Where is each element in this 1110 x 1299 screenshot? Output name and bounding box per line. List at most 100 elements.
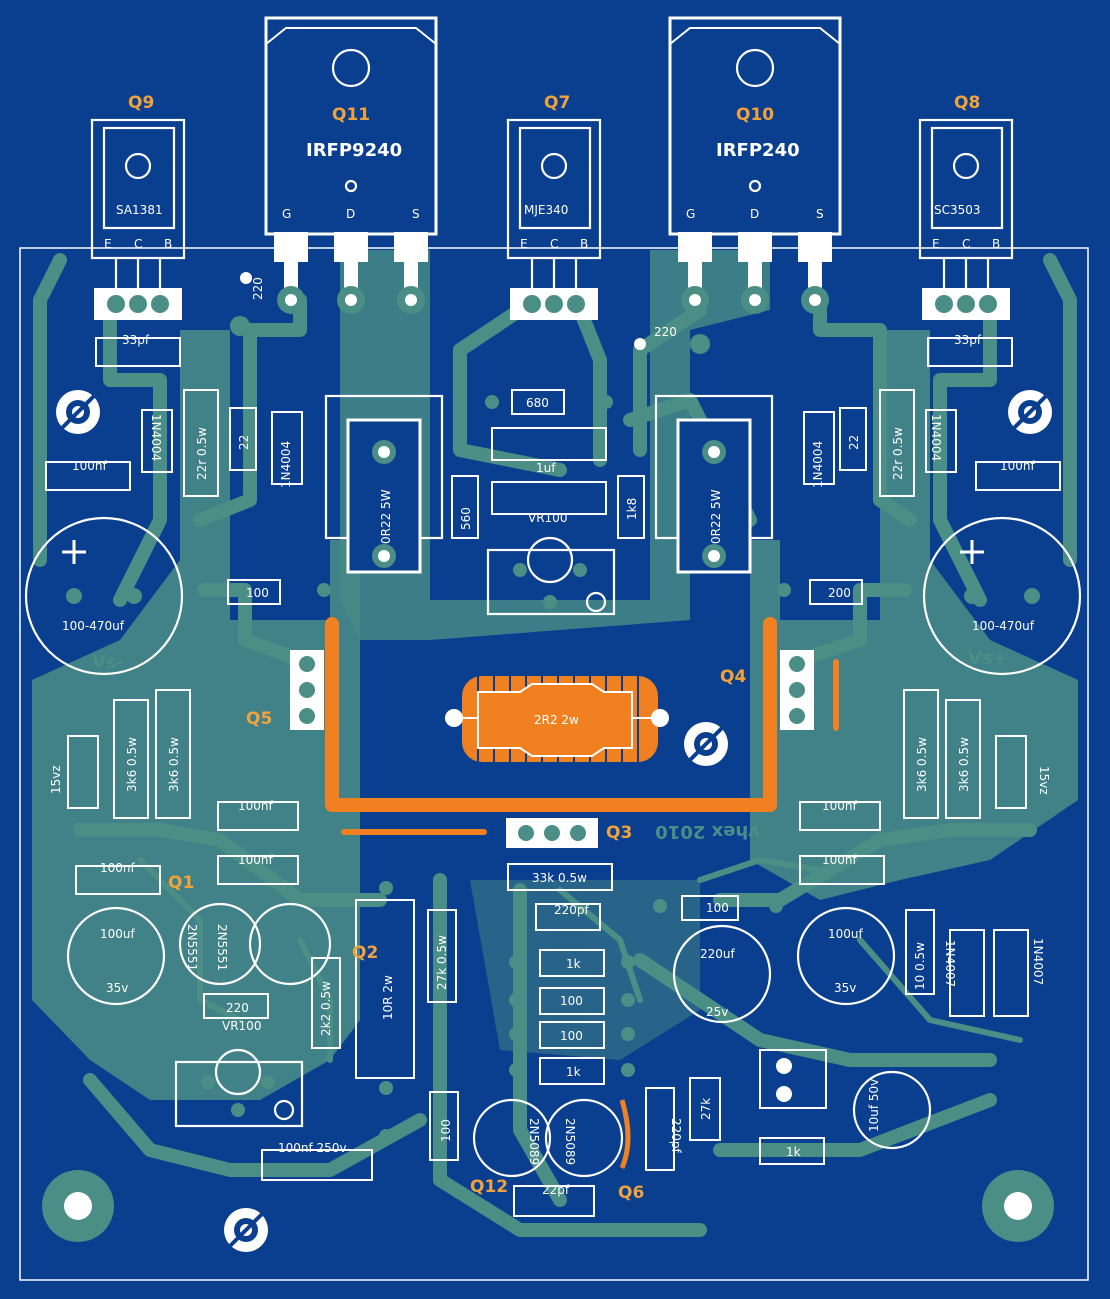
r3k6a-label: 3k6 0.5w: [125, 737, 139, 792]
r100c-label: 100: [560, 994, 583, 1008]
cap-100uf-left: [66, 906, 166, 1006]
v35-left-label: 35v: [106, 981, 128, 995]
c220uf-label: 220uf: [700, 947, 736, 961]
c22pf-label: 22pf: [542, 1183, 570, 1197]
q10-pin-s: S: [816, 207, 824, 221]
label-q12: Q12: [470, 1177, 508, 1197]
r22-left-label: 22: [237, 435, 251, 450]
q11-pin-s: S: [412, 207, 420, 221]
r2k2-label: 2k2 0.5w: [319, 981, 333, 1036]
c220pf2-label: 220pf: [669, 1118, 683, 1154]
cap-right-label: 100-470uf: [972, 619, 1035, 633]
thin-traces: [137, 857, 1023, 1063]
c220pf-label: 220pf: [554, 903, 590, 917]
q10-pin-d: D: [750, 207, 759, 221]
label-q6: Q6: [618, 1183, 644, 1203]
trimmer-top: [486, 536, 616, 616]
cap-100uf-right: [796, 906, 896, 1006]
labels: Q9 Q11 Q7 Q10 Q8 IRFP9240 IRFP240 SA1381…: [49, 93, 1051, 1203]
label-q10: Q10: [736, 105, 774, 125]
q7-pin-c: C: [550, 237, 558, 251]
board-outline: [19, 247, 1089, 1281]
c1uf-label: 1uf: [536, 461, 556, 475]
part-q9: SA1381: [116, 203, 163, 217]
r1kc-label: 1k: [786, 1145, 801, 1159]
q8-pin-b: B: [992, 237, 1000, 251]
shunt-resistor-left: [324, 394, 444, 574]
shunt-right-label: 0R22 5W: [709, 489, 723, 544]
label-q3: Q3: [606, 823, 632, 843]
r1k8-label: 1k8: [625, 498, 639, 520]
c100nf-left-label: 100nf: [72, 459, 108, 473]
r22r-right-label: 22r 0.5w: [891, 427, 905, 480]
z15-left-label: 15vz: [49, 765, 63, 794]
shunt-left-label: 0R22 5W: [379, 489, 393, 544]
r3k6b-label: 3k6 0.5w: [167, 737, 181, 792]
r2r2-label: 2R2 2w: [534, 713, 579, 727]
q12b-label: 2N5089: [563, 1118, 577, 1165]
transistor-q11: [264, 16, 438, 314]
passive-outlines: [45, 337, 1061, 1217]
output-bus: [325, 617, 839, 1169]
label-q4: Q4: [720, 667, 746, 687]
vr100b-label: VR100: [222, 1019, 261, 1033]
cap-left: [24, 516, 184, 676]
transistor-q10: [668, 16, 842, 314]
cap-10uf: [852, 1070, 932, 1150]
r10r-label: 10R 2w: [381, 975, 395, 1020]
r27k-label: 27k: [699, 1098, 713, 1120]
q8-pin-e: E: [932, 237, 940, 251]
transistor-q12: [472, 1098, 624, 1178]
q7-pin-b: B: [580, 237, 588, 251]
q9-pin-e: E: [104, 237, 112, 251]
r220-right-label: 220: [654, 325, 677, 339]
d4007b-label: 1N4007: [1031, 938, 1045, 985]
c100nf-d-label: 100nf: [238, 853, 274, 867]
q12a-label: 2N5089: [527, 1118, 541, 1165]
c100nf-a-label: 100nf: [238, 799, 274, 813]
transistor-q3: [506, 818, 598, 848]
r220-left-label: 220: [251, 277, 265, 300]
q8-pin-c: C: [962, 237, 970, 251]
r560-label: 560: [459, 507, 473, 530]
shunt-resistor-right: [654, 394, 774, 574]
label-q1: Q1: [168, 873, 194, 893]
part-q11: IRFP9240: [306, 140, 402, 161]
v35-right-label: 35v: [834, 981, 856, 995]
transistor-q8: [918, 118, 1014, 320]
d4004-left2-label: 1N4004: [149, 414, 163, 461]
c10uf-label: 10uf 50v: [867, 1079, 881, 1132]
q11-pin-g: G: [282, 207, 291, 221]
c100uf-right-label: 100uf: [828, 927, 864, 941]
r100e-label: 100: [439, 1119, 453, 1142]
d4004-right2-label: 1N4004: [929, 414, 943, 461]
c33-right-label: 33pf: [954, 333, 982, 347]
solder-pads: [197, 272, 911, 1187]
r100d-label: 100: [560, 1029, 583, 1043]
transistor-q5: [290, 650, 324, 730]
v25-label: 25v: [706, 1005, 728, 1019]
vr100-top-label: VR100: [528, 511, 567, 525]
q9-pin-c: C: [134, 237, 142, 251]
output-inductor: [445, 676, 669, 762]
cap-left-label: 100-470uf: [62, 619, 125, 633]
transistor-q1: [178, 902, 332, 986]
c100nf-b-label: 100nf: [822, 799, 858, 813]
r3k6c-label: 3k6 0.5w: [915, 737, 929, 792]
label-q2: Q2: [352, 943, 378, 963]
r22-right-label: 22: [847, 435, 861, 450]
cap-right: [922, 516, 1082, 676]
q9-pin-b: B: [164, 237, 172, 251]
mount-target-icons: [56, 390, 1052, 1252]
vs-plus-label: Vs+: [968, 648, 1008, 669]
c33-left-label: 33pf: [122, 333, 150, 347]
transistor-q9: [90, 118, 186, 320]
r220b-label: 220: [226, 1001, 249, 1015]
q1a-label: 2N5551: [185, 924, 199, 971]
r200-mid-label: 200: [828, 586, 851, 600]
vs-minus-label: Vs-: [92, 652, 124, 673]
z15-right-label: 15vz: [1037, 766, 1051, 795]
d4004-right-label: 1N4004: [811, 441, 825, 488]
r100b-label: 100: [706, 901, 729, 915]
r27k5-label: 27k 0.5w: [435, 935, 449, 990]
